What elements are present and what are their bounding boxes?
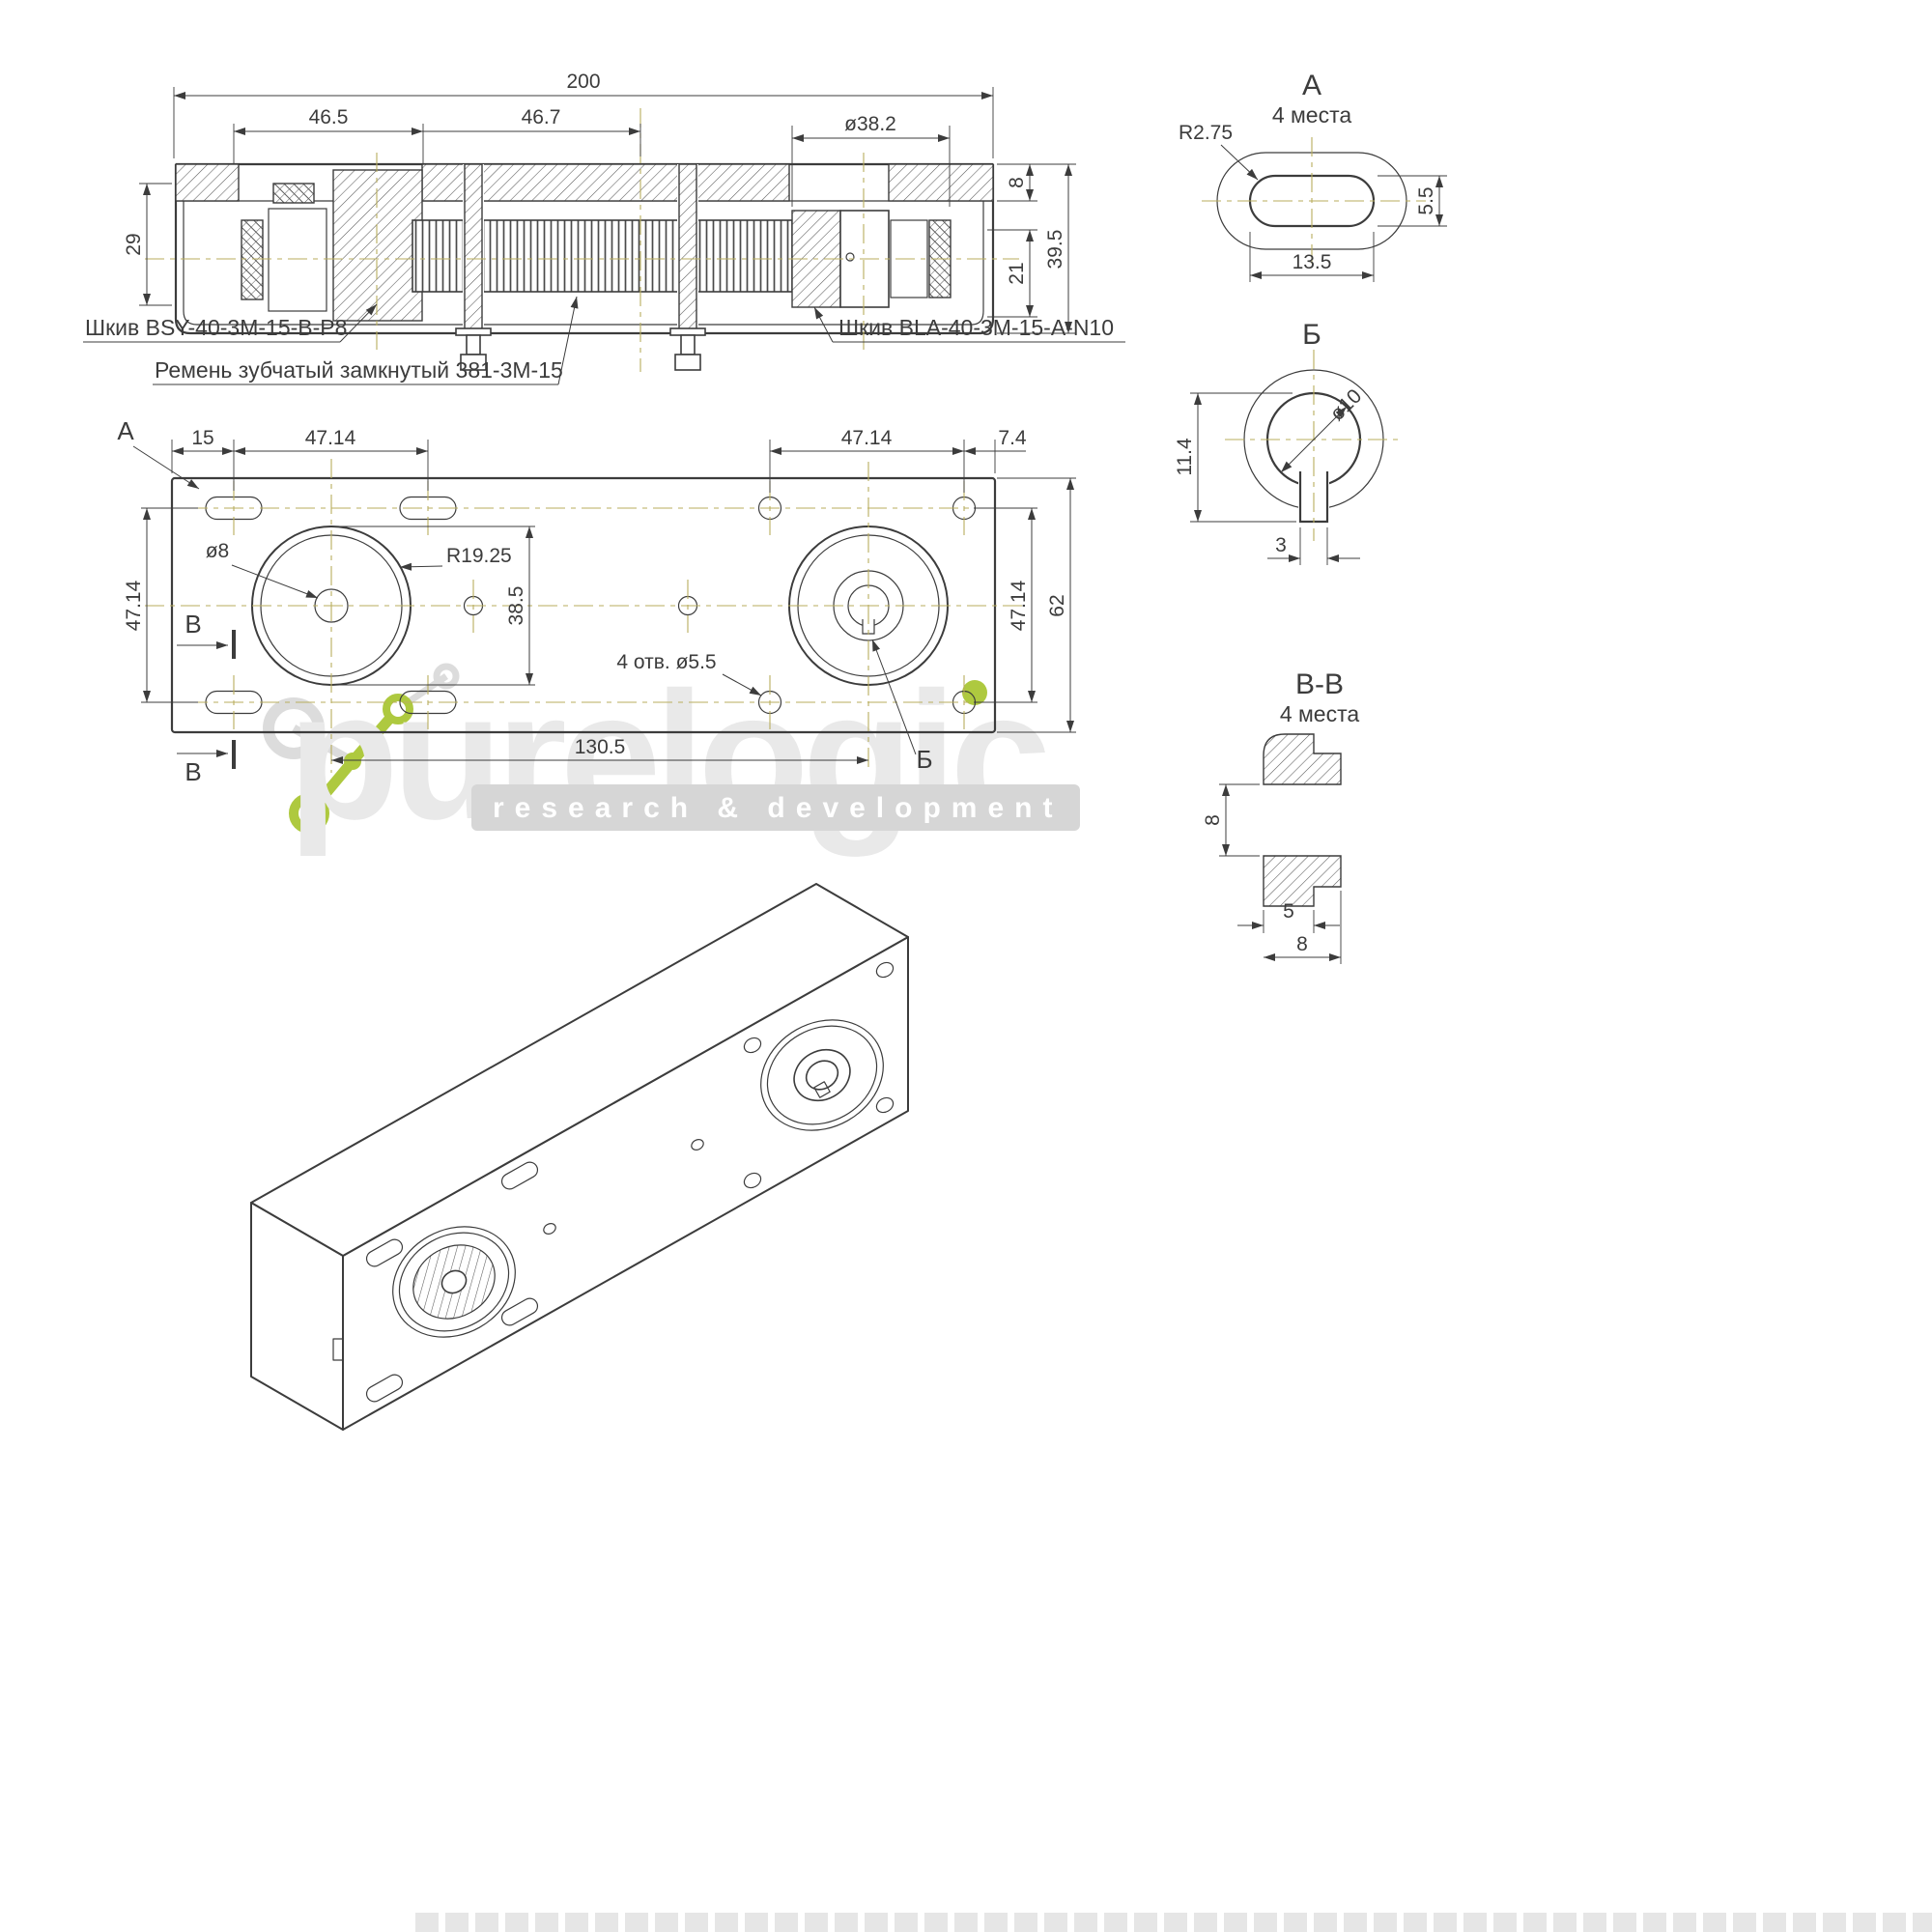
dim-slot-length: 13.5: [1293, 251, 1332, 273]
dim-edge-offset-right: 7.4: [998, 427, 1027, 449]
section-label-b2: В: [185, 757, 201, 786]
detail-b-view: Б ø10 11.4 3: [1174, 319, 1403, 565]
molecule-logo: [263, 663, 460, 834]
iso-left-face: [250, 1202, 344, 1431]
bb-top-profile: [1263, 733, 1342, 785]
dim-row-span-right: 47.14: [1008, 580, 1030, 631]
bb-bottom-profile: [1263, 855, 1342, 907]
dim-pulley-dia: ø38.2: [844, 113, 896, 135]
dim-hole-span-right: 47.14: [841, 427, 893, 449]
left-screw: [272, 183, 315, 204]
detail-b-title: Б: [1302, 319, 1321, 351]
detail-a-title: А: [1302, 70, 1321, 101]
iso-end-notch: [332, 1338, 344, 1361]
section-bb-subtitle: 4 места: [1280, 701, 1360, 726]
dim-width: 8: [1296, 933, 1308, 955]
section-label-b1: В: [185, 610, 201, 639]
left-pulley-section: [241, 169, 423, 322]
dim-overall-height: 39.5: [1044, 230, 1066, 270]
iso-right-pulley-hole: [760, 1019, 884, 1131]
section-centerlines: [145, 108, 1019, 372]
view-label-a: А: [117, 416, 134, 445]
iso-holes: [543, 961, 895, 1235]
section-bb-view: В-В 4 места 8 5 8: [1202, 668, 1359, 964]
front-centerlines: [145, 459, 1022, 773]
dim-axle-span: 130.5: [575, 736, 626, 758]
iso-left-pulley-hole: [392, 1226, 516, 1338]
callout-belt: Ремень зубчатый замкнутый 381-3M-15: [155, 357, 563, 383]
bottom-watermark-strip: [415, 1913, 1932, 1932]
dim-step: 5: [1283, 900, 1294, 923]
dim-overall-width: 200: [566, 71, 600, 93]
detail-a-view: А 4 места R2.75 5.5 13.5: [1179, 70, 1447, 282]
dim-holes-note: 4 отв. ø5.5: [616, 651, 716, 673]
dim-bore: ø10: [1325, 384, 1366, 425]
stud-left: [455, 163, 492, 371]
section-bb-title: В-В: [1295, 668, 1344, 700]
detail-a-subtitle: 4 места: [1272, 102, 1352, 128]
dim-plate-height: 62: [1046, 594, 1068, 616]
dim-counterbore-depth: 8: [1202, 814, 1224, 826]
watermark-tagline: research & development: [471, 784, 1081, 831]
detail-a-dimensions: R2.75 5.5 13.5: [1179, 122, 1447, 282]
dim-corner-radius: R2.75: [1179, 122, 1233, 144]
nut-left: [460, 354, 487, 371]
dim-key-depth: 11.4: [1174, 438, 1196, 476]
dim-left-span: 46.5: [309, 106, 349, 128]
detail-b-dimensions: ø10 11.4 3: [1174, 384, 1366, 565]
callout-pulley-left: Шкив BSY-40-3M-15-B-P8: [85, 315, 347, 340]
front-view: 15 47.14 47.14 7.4 47.14 38.5 R19.25 ø8 …: [117, 416, 1076, 786]
left-bearing: [241, 219, 264, 300]
dim-body-height: 29: [123, 233, 145, 255]
dim-pulley-radius: R19.25: [446, 545, 512, 567]
left-pulley-body: [332, 169, 423, 322]
dim-plate-thickness: 8: [1006, 177, 1028, 188]
stud-right: [669, 163, 706, 371]
section-dimensions: 200 46.5 46.7 ø38.2 8 21 39.5 29: [123, 71, 1076, 334]
detail-label-b: Б: [916, 745, 932, 774]
dim-row-span-left: 47.14: [123, 580, 145, 631]
section-bb-dimensions: 8 5 8: [1202, 783, 1342, 964]
dim-inner-height: 21: [1006, 262, 1028, 284]
dim-pulley-dia-v: 38.5: [505, 586, 527, 626]
callout-pulley-right: Шкив BLA-40-3M-15-A-N10: [838, 315, 1114, 340]
top-plate-hatched: [175, 163, 994, 202]
section-view: 200 46.5 46.7 ø38.2 8 21 39.5 29 Шкив BS…: [83, 71, 1125, 385]
housing-shell-inner: [183, 201, 984, 326]
dim-key-width: 3: [1275, 534, 1287, 556]
section-callouts: Шкив BSY-40-3M-15-B-P8 Ремень зубчатый з…: [83, 296, 1125, 385]
dim-slot-height: 5.5: [1415, 186, 1437, 214]
dim-center-span: 46.7: [522, 106, 561, 128]
iso-slots: [365, 1161, 539, 1403]
nut-right: [674, 354, 701, 371]
isometric-view: [250, 883, 909, 1431]
front-dimensions: 15 47.14 47.14 7.4 47.14 38.5 R19.25 ø8 …: [117, 416, 1076, 786]
dim-bore-left: ø8: [206, 540, 230, 562]
dim-slot-offset: 15: [191, 427, 213, 449]
dim-slot-span-left: 47.14: [305, 427, 356, 449]
watermark: purelogic research & development: [261, 638, 1275, 869]
housing-outline: [174, 164, 995, 335]
